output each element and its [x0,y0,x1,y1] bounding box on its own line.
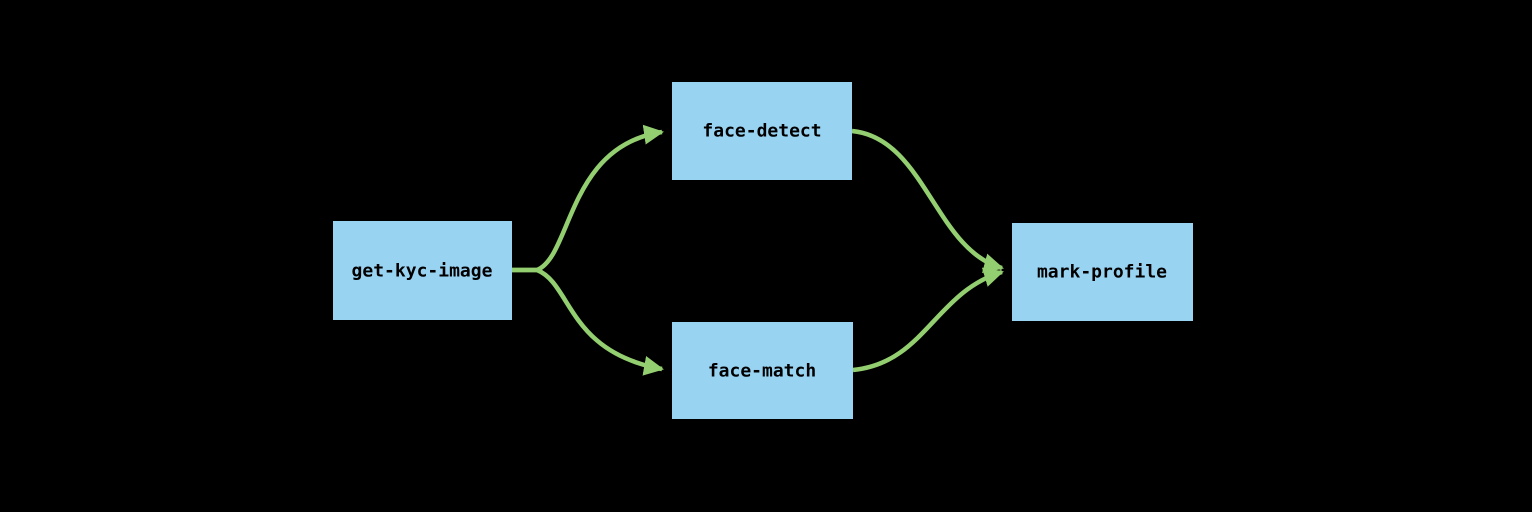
edge-get-kyc-image-to-face-match [512,267,664,376]
node-mark-profile-box [1012,223,1193,321]
edge-face-match-to-mark-profile [852,267,1004,373]
nodes-layer: get-kyc-image face-detect face-match mar… [333,82,1193,419]
node-face-detect: face-detect [672,82,852,180]
node-face-match-box [672,322,853,419]
node-face-match: face-match [672,322,853,419]
edge-get-kyc-image-to-face-detect [512,124,664,273]
node-get-kyc-image: get-kyc-image [333,221,512,320]
node-face-detect-label: face-detect [702,121,821,142]
node-mark-profile: mark-profile [1012,223,1193,321]
node-get-kyc-image-box [333,221,512,320]
node-face-detect-box [672,82,852,180]
edge-face-detect-to-mark-profile [851,128,1004,273]
node-mark-profile-label: mark-profile [1037,262,1167,283]
node-get-kyc-image-label: get-kyc-image [352,261,493,282]
node-face-match-label: face-match [708,361,816,382]
edges-layer [512,124,1004,376]
